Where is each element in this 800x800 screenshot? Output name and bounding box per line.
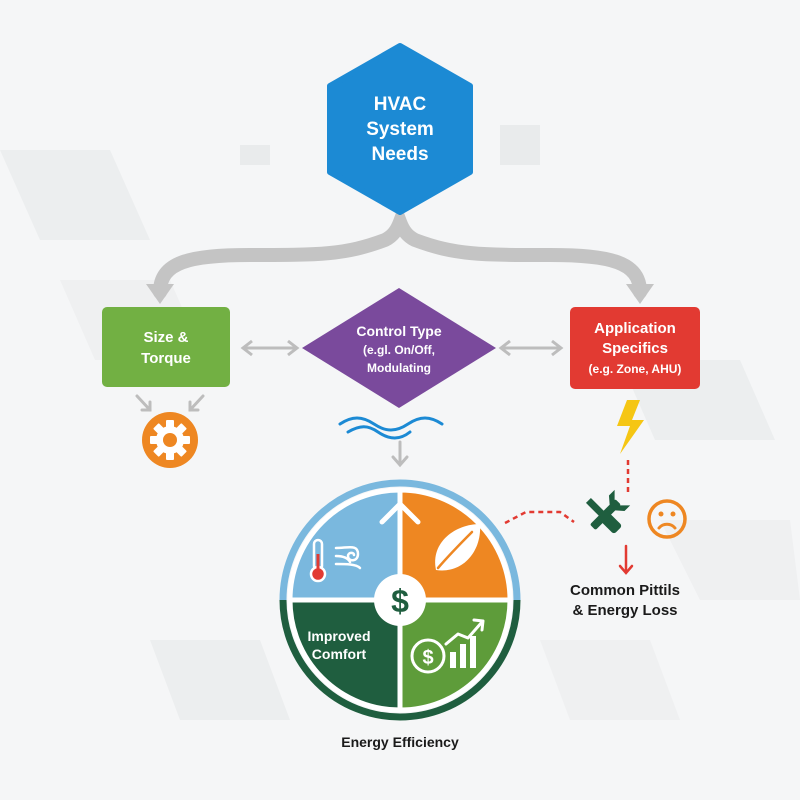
right-node-line3: (e.g. Zone, AHU) xyxy=(589,362,682,376)
application-specifics-node: Application Specifics (e.g. Zone, AHU) xyxy=(570,307,700,389)
right-node-line2: Specifics xyxy=(602,340,668,357)
left-node-line2: Torque xyxy=(141,350,191,367)
center-node-line2: (e.gl. On/Off, xyxy=(363,343,435,357)
savings-growth-icon: $ xyxy=(410,618,485,674)
gear-icon xyxy=(142,412,198,468)
size-torque-node: Size & Torque xyxy=(102,307,230,387)
improved-comfort-line2: Comfort xyxy=(312,646,367,662)
center-node-line3: Modulating xyxy=(367,361,431,375)
pitfalls-down-arrow xyxy=(618,544,634,575)
wheel-quadrant-improved-comfort xyxy=(287,597,403,713)
top-node-line2: System xyxy=(366,119,434,140)
wheel-to-pitfalls-dashed-line xyxy=(504,510,575,525)
right-double-arrow xyxy=(498,339,564,357)
brace-connector xyxy=(146,202,654,304)
thermometer-icon xyxy=(309,538,327,583)
right-node-line1: Application xyxy=(594,320,676,337)
wheel-center-symbol: $ xyxy=(391,583,409,619)
wave-icon xyxy=(338,416,444,440)
sad-face-icon xyxy=(647,499,687,539)
top-node-line3: Needs xyxy=(371,144,428,165)
energy-efficiency-caption: Energy Efficiency xyxy=(341,734,459,750)
pitfalls-label-line2: & Energy Loss xyxy=(572,602,678,619)
wrench-screwdriver-icon xyxy=(585,489,631,534)
down-arrow-to-wheel xyxy=(391,440,409,468)
control-type-node: Control Type (e.gl. On/Off, Modulating xyxy=(302,288,496,408)
gear-input-arrows xyxy=(135,394,205,412)
savings-dollar-symbol: $ xyxy=(422,647,433,669)
left-double-arrow xyxy=(240,339,300,357)
improved-comfort-line1: Improved xyxy=(307,628,370,644)
lightning-bolt-icon xyxy=(617,400,644,454)
top-node-line1: HVAC xyxy=(374,94,427,115)
leaf-icon xyxy=(435,524,481,571)
air-swirl-icon xyxy=(334,546,362,570)
pitfalls-label-line1: Common Pittils xyxy=(569,582,680,599)
left-node-line1: Size & xyxy=(143,329,188,346)
hvac-system-needs-node: HVAC System Needs xyxy=(327,43,473,215)
dollar-coin-icon: $ xyxy=(374,574,426,626)
center-node-line1: Control Type xyxy=(356,323,442,339)
